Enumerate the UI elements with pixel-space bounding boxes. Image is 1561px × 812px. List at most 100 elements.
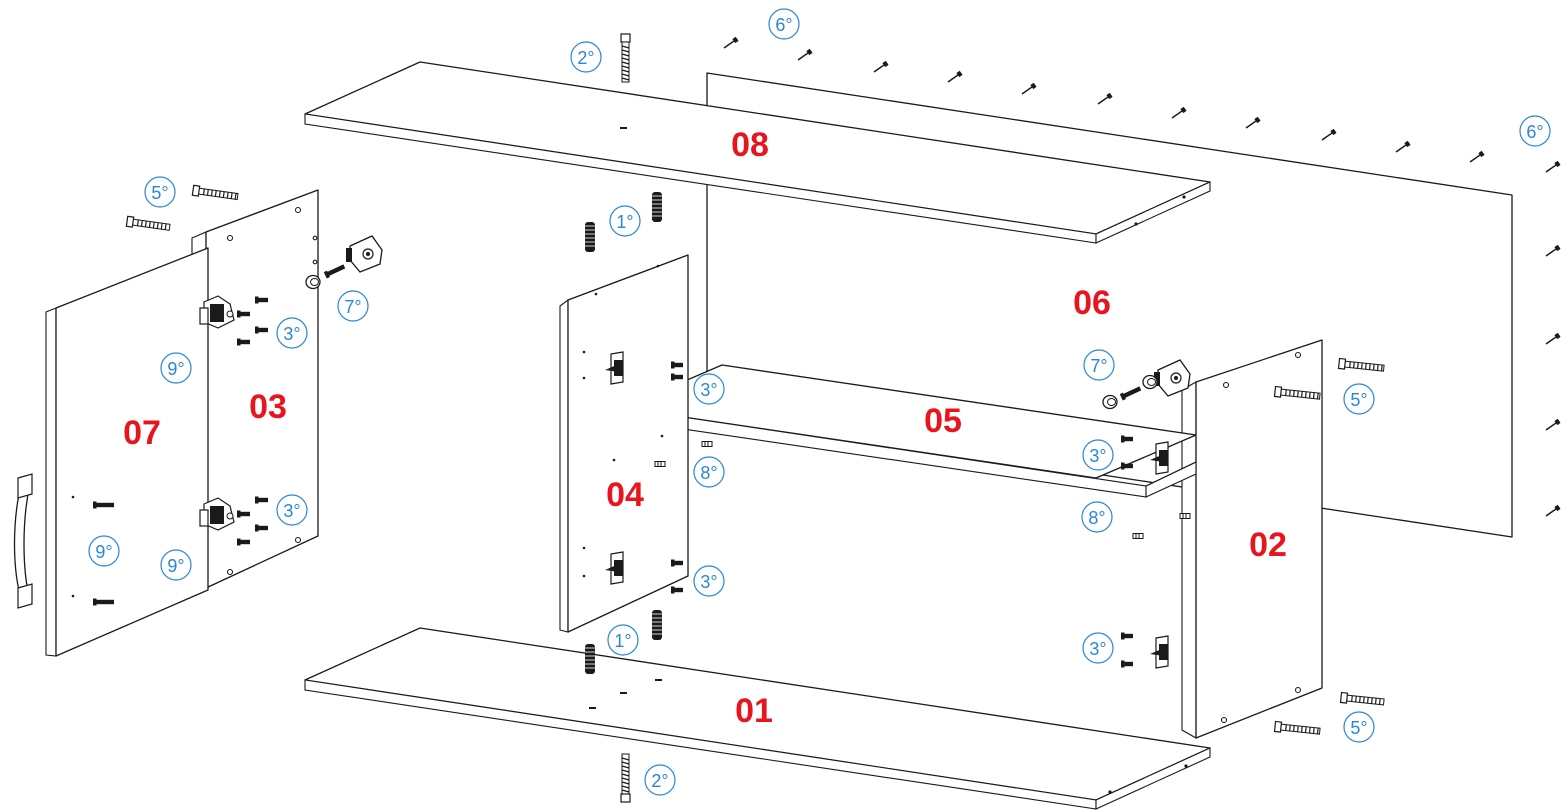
- bracket-screw: [671, 373, 683, 381]
- hinge-screw: [255, 296, 268, 304]
- step-badge: 5°: [1343, 383, 1375, 415]
- step-badge: 9°: [160, 549, 192, 581]
- hinge-screw: [237, 338, 250, 346]
- hinge-screw: [255, 496, 268, 504]
- part-number-08: 08: [731, 126, 769, 164]
- step-badge: 3°: [693, 565, 725, 597]
- hinge-screw: [237, 538, 250, 546]
- side-screw-right-4: [1273, 720, 1321, 735]
- shelf-bracket-02-upper: [1150, 441, 1169, 475]
- handle-screw-upper: [93, 501, 114, 509]
- hinge-screw: [237, 510, 250, 518]
- cam-screw-left: [323, 264, 346, 279]
- shelf-pin: [654, 461, 666, 467]
- svg-text:5°: 5°: [1350, 390, 1367, 410]
- confirmat-screw-bottom: [620, 753, 631, 803]
- bracket-screw: [1121, 632, 1133, 640]
- step-badge: 1°: [607, 624, 639, 656]
- bottom-shelf-01: [304, 627, 1211, 810]
- step-badge: 3°: [1082, 632, 1114, 664]
- part-number-03: 03: [249, 388, 287, 426]
- part-number-04: 04: [606, 476, 644, 514]
- side-screw-left-2: [191, 184, 239, 201]
- part-number-01: 01: [735, 692, 773, 730]
- back-panel-nail: [797, 48, 813, 61]
- hardware-layer: [93, 33, 1561, 803]
- door-07: [45, 247, 209, 657]
- cap-washer-right-2: [1142, 374, 1158, 390]
- shelf-bracket-02-lower: [1150, 635, 1169, 669]
- svg-text:5°: 5°: [151, 183, 168, 203]
- confirmat-screw-top: [620, 33, 631, 83]
- hinge-screw: [237, 310, 250, 318]
- part-number-07: 07: [123, 414, 161, 452]
- back-panel-nail: [1395, 140, 1411, 153]
- part-number-02: 02: [1249, 526, 1287, 564]
- svg-text:3°: 3°: [700, 380, 717, 400]
- dowel-bottom-right: [652, 610, 662, 640]
- part-number-06: 06: [1073, 284, 1111, 322]
- step-badge: 6°: [1519, 115, 1551, 147]
- step-badge: 8°: [693, 456, 725, 488]
- back-panel-nail: [947, 70, 963, 83]
- step-badge: 3°: [276, 317, 308, 349]
- bracket-screw: [1121, 462, 1133, 470]
- hinge-screw: [255, 326, 268, 334]
- svg-text:2°: 2°: [651, 771, 668, 791]
- svg-text:7°: 7°: [1090, 356, 1107, 376]
- svg-text:1°: 1°: [616, 212, 633, 232]
- svg-text:3°: 3°: [1089, 639, 1106, 659]
- step-badge: 8°: [1081, 501, 1113, 533]
- step-label-layer: 1° 1° 2° 2° 3° 3° 3° 3° 3° 3° 5° 5° 5° 6…: [88, 8, 1551, 796]
- divider-panel-04: [559, 254, 689, 633]
- side-screw-right-3: [1339, 691, 1385, 706]
- shelf-pin: [1179, 513, 1191, 519]
- step-badge: 2°: [570, 41, 602, 73]
- step-badge: 9°: [88, 535, 120, 567]
- back-panel-nail: [1469, 150, 1485, 163]
- bracket-screw: [1121, 660, 1133, 668]
- svg-text:6°: 6°: [1526, 122, 1543, 142]
- back-panel-nail: [1545, 332, 1561, 345]
- svg-text:3°: 3°: [700, 572, 717, 592]
- step-badge: 6°: [768, 8, 800, 40]
- svg-text:3°: 3°: [1089, 446, 1106, 466]
- svg-text:9°: 9°: [95, 542, 112, 562]
- cap-washer-left: [305, 274, 321, 290]
- step-badge: 5°: [144, 176, 176, 208]
- back-panel-nail: [1545, 160, 1561, 173]
- back-panel-nail: [1021, 82, 1037, 95]
- cam-screw-right: [1119, 386, 1142, 401]
- cam-fitting-left: [346, 235, 383, 273]
- dowel-top-left: [585, 222, 595, 252]
- step-badge: 2°: [644, 764, 676, 796]
- shelf-pin: [1132, 533, 1144, 539]
- step-badge: 9°: [160, 352, 192, 384]
- part-number-layer: 08 06 05 04 03 07 02 01: [123, 126, 1287, 730]
- back-panel-nail: [1171, 106, 1187, 119]
- handle-screw-lower: [93, 598, 114, 606]
- side-screw-right-1: [1337, 357, 1385, 372]
- svg-text:8°: 8°: [1088, 508, 1105, 528]
- hinge-upper: [199, 295, 235, 329]
- svg-text:1°: 1°: [614, 631, 631, 651]
- svg-text:3°: 3°: [283, 501, 300, 521]
- back-panel-nail: [1321, 128, 1337, 141]
- back-panel-nail: [1097, 92, 1113, 105]
- back-panel-nail: [873, 60, 889, 73]
- svg-text:9°: 9°: [167, 359, 184, 379]
- back-panel-nail: [1545, 418, 1561, 431]
- svg-text:3°: 3°: [283, 324, 300, 344]
- svg-text:7°: 7°: [344, 297, 361, 317]
- step-badge: 5°: [1343, 711, 1375, 743]
- step-badge: 7°: [1083, 349, 1115, 381]
- cap-washer-right: [1102, 394, 1118, 410]
- bracket-screw: [671, 559, 683, 567]
- side-screw-left-1: [125, 215, 171, 231]
- step-badge: 3°: [693, 373, 725, 405]
- step-badge: 3°: [276, 494, 308, 526]
- svg-text:2°: 2°: [577, 48, 594, 68]
- back-panel-nail: [1245, 116, 1261, 129]
- svg-text:6°: 6°: [775, 15, 792, 35]
- svg-text:5°: 5°: [1350, 718, 1367, 738]
